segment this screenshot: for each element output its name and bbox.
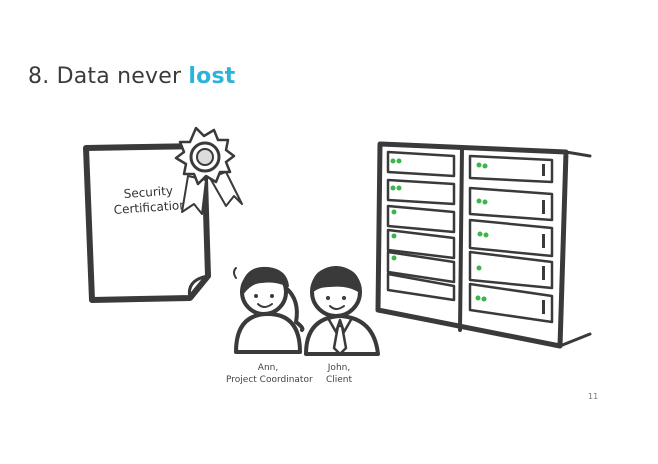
certificate-line2: Certification [113,198,187,217]
person-name: John, [327,363,351,373]
server-drive-bays [386,150,554,324]
certificate-line1: Security [123,184,173,201]
slide-title: 8. Data never lost [28,64,235,89]
server-rack-icon [375,141,592,349]
person-name: Ann, [257,363,279,373]
page-number: 11 [588,392,599,401]
title-accent-word: lost [188,64,236,89]
person-caption-ann: Ann, Project Coordinator [226,362,313,386]
person-role: Project Coordinator [226,375,313,385]
person-caption-john: John, Client [312,362,366,386]
certificate-text: Security Certification [113,184,187,217]
title-text: 8. Data never [28,64,182,89]
award-ribbon-icon [174,126,243,215]
man-avatar-icon [304,266,380,356]
server-drive-handles [542,164,545,314]
server-status-leds [390,158,489,302]
woman-avatar-icon [233,266,305,354]
person-role: Client [325,375,353,385]
